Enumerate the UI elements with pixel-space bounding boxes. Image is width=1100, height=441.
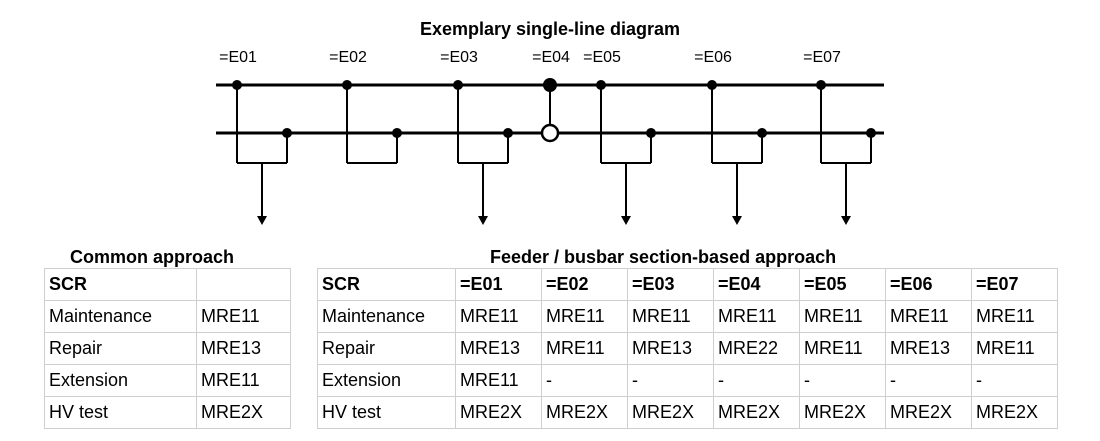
feeder-approach-table: SCR=E01=E02=E03=E04=E05=E06=E07 Maintena… [317,268,1058,429]
row-label-cell: Extension [317,364,456,397]
value-cell: MRE2X [196,396,291,429]
arrow-down-icon [732,216,742,225]
bus2-junction-icon [757,128,767,138]
value-cell: - [713,364,800,397]
header-cell: =E07 [971,268,1058,301]
value-cell: MRE11 [971,332,1058,365]
value-cell: MRE11 [196,300,291,333]
arrow-down-icon [621,216,631,225]
common-approach-title: Common approach [70,247,235,267]
value-cell: MRE2X [541,396,628,429]
header-cell [196,268,291,301]
value-cell: MRE22 [713,332,800,365]
value-cell: MRE13 [627,332,714,365]
bus2-junction-icon [646,128,656,138]
feeder-label: =E02 [329,49,367,66]
feeder-label: =E01 [219,49,257,66]
bus2-junction-icon [282,128,292,138]
header-cell: =E05 [799,268,886,301]
value-cell: MRE11 [713,300,800,333]
value-cell: - [885,364,972,397]
row-label-cell: Repair [317,332,456,365]
value-cell: MRE11 [971,300,1058,333]
table-header-row: SCR [44,268,291,301]
header-cell: =E04 [713,268,800,301]
bus2-junction-icon [392,128,402,138]
value-cell: MRE11 [627,300,714,333]
row-label-cell: Maintenance [317,300,456,333]
row-label-cell: HV test [317,396,456,429]
table-header-row: SCR=E01=E02=E03=E04=E05=E06=E07 [317,268,1058,301]
value-cell: - [799,364,886,397]
feeder-label: =E04 [532,49,570,66]
value-cell: MRE11 [455,364,542,397]
feeder-label: =E07 [803,49,841,66]
arrow-down-icon [257,216,267,225]
value-cell: MRE11 [885,300,972,333]
header-cell: SCR [317,268,456,301]
header-cell: =E06 [885,268,972,301]
header-cell: =E03 [627,268,714,301]
value-cell: MRE13 [196,332,291,365]
value-cell: MRE2X [799,396,886,429]
value-cell: - [627,364,714,397]
row-label-cell: Maintenance [44,300,197,333]
row-label-cell: Extension [44,364,197,397]
arrow-down-icon [478,216,488,225]
value-cell: MRE2X [971,396,1058,429]
value-cell: MRE2X [627,396,714,429]
open-breaker-icon [540,123,560,143]
value-cell: MRE13 [885,332,972,365]
single-line-diagram: =E01 =E02 =E03 =E04 =E05 =E06 =E07 [216,49,884,225]
feeder-label: =E03 [440,49,478,66]
diagram-title: Exemplary single-line diagram [419,19,681,39]
row-label-cell: HV test [44,396,197,429]
value-cell: MRE11 [799,300,886,333]
value-cell: MRE2X [713,396,800,429]
value-cell: MRE11 [541,332,628,365]
value-cell: MRE13 [455,332,542,365]
value-cell: MRE11 [799,332,886,365]
header-cell: =E01 [455,268,542,301]
header-cell: =E02 [541,268,628,301]
value-cell: MRE11 [196,364,291,397]
value-cell: MRE2X [885,396,972,429]
bus2-junction-icon [503,128,513,138]
closed-breaker-icon [543,78,557,92]
arrow-down-icon [841,216,851,225]
row-label-cell: Repair [44,332,197,365]
value-cell: MRE11 [455,300,542,333]
feeder-approach-title: Feeder / busbar section-based approach [490,247,837,267]
value-cell: - [541,364,628,397]
value-cell: - [971,364,1058,397]
feeder-label: =E05 [583,49,621,66]
value-cell: MRE11 [541,300,628,333]
bus2-junction-icon [866,128,876,138]
header-cell: SCR [44,268,197,301]
value-cell: MRE2X [455,396,542,429]
feeder-label: =E06 [694,49,732,66]
